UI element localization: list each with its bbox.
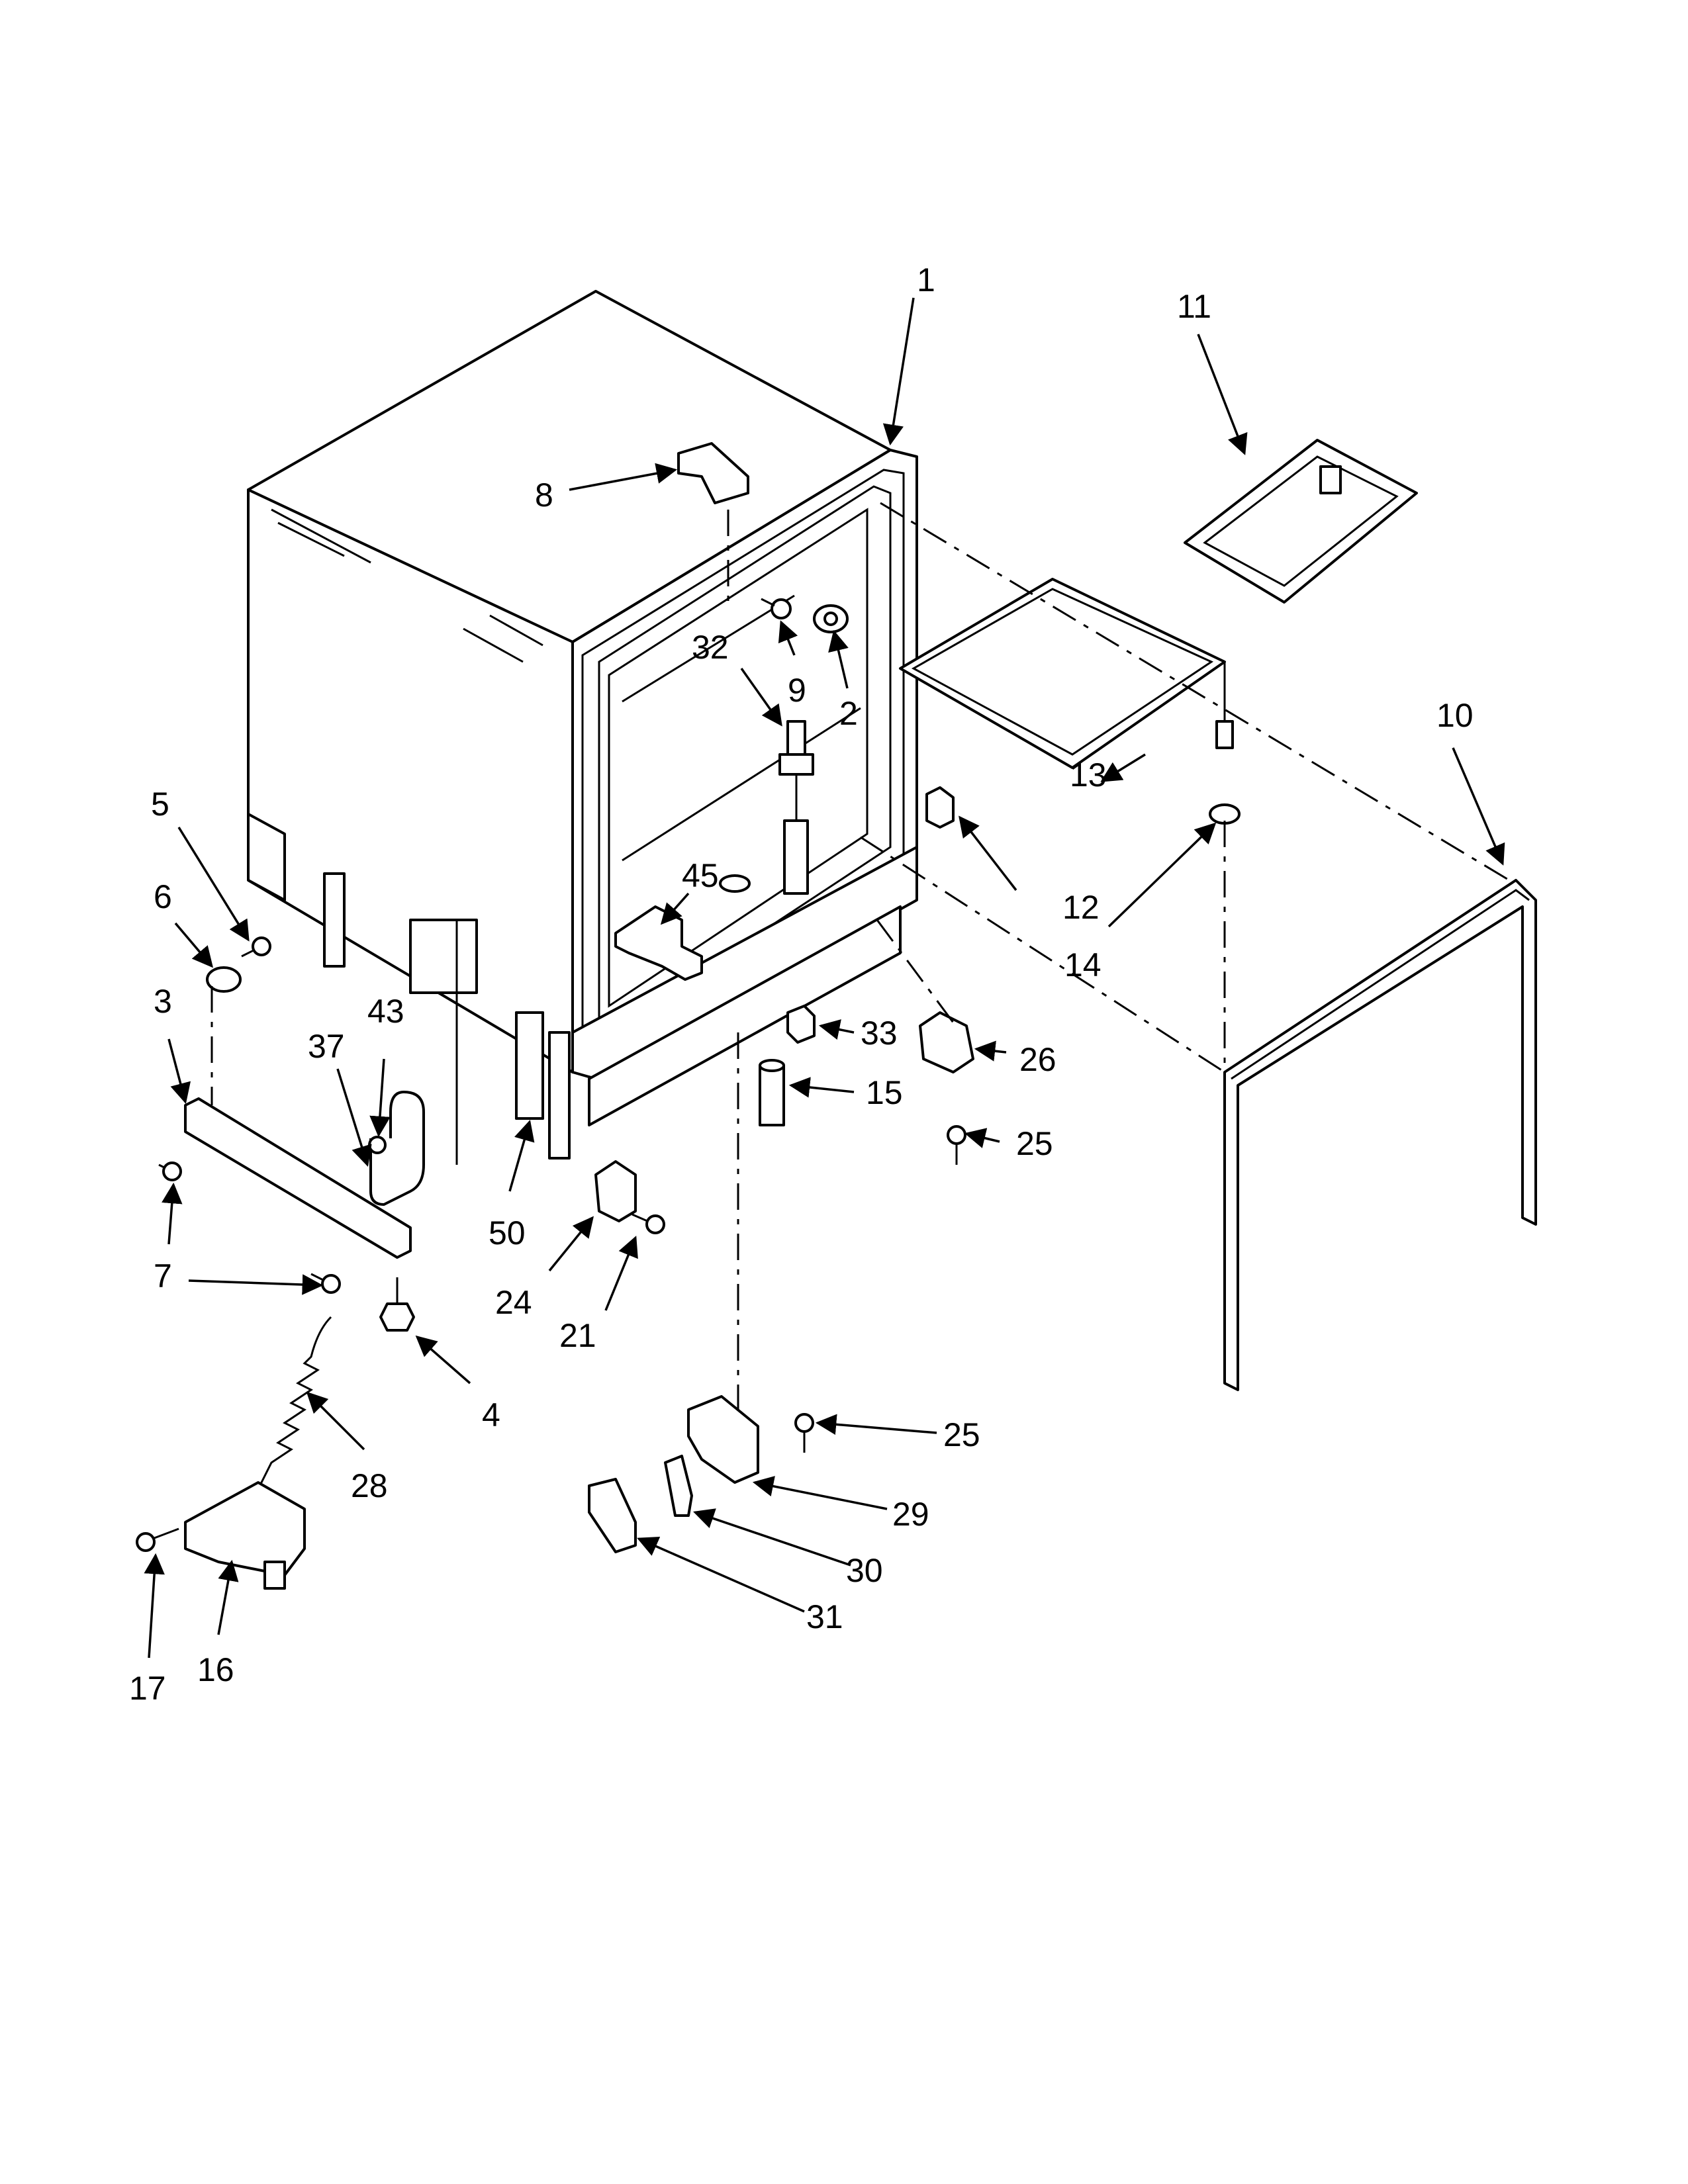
part-5-screw <box>241 936 271 958</box>
callout-32: 32 <box>692 629 729 666</box>
alignment-lines <box>211 502 1510 1416</box>
callout-16: 16 <box>197 1651 234 1688</box>
callout-8: 8 <box>535 477 553 514</box>
part-6-washer <box>206 966 242 993</box>
callout-5: 5 <box>151 786 169 823</box>
part-12-clip <box>925 786 955 829</box>
part-8-bracket <box>677 442 749 504</box>
part-28-spring <box>257 1316 332 1490</box>
callout-24: 24 <box>495 1284 532 1321</box>
callout-11: 11 <box>1177 288 1211 325</box>
callout-6: 6 <box>154 878 172 915</box>
callout-21: 21 <box>559 1317 596 1354</box>
callout-50: 50 <box>489 1214 526 1251</box>
tub-assembly <box>247 290 918 1165</box>
part-4-foot <box>379 1277 415 1332</box>
part-26-switch <box>919 1011 974 1073</box>
callout-4: 4 <box>482 1396 500 1433</box>
part-32-nozzle <box>778 720 814 895</box>
part-31-cover <box>588 1478 637 1553</box>
callout-28: 28 <box>351 1467 388 1504</box>
callout-3: 3 <box>154 983 172 1020</box>
part-17-screw <box>136 1527 179 1552</box>
part-33-nut <box>786 1005 816 1044</box>
callout-12: 12 <box>1062 889 1100 926</box>
part-7-screw <box>158 1161 182 1181</box>
part-21-screw <box>632 1213 665 1234</box>
callout-25-upper: 25 <box>1016 1125 1053 1162</box>
part-29-latch <box>687 1395 759 1484</box>
callout-26: 26 <box>1019 1041 1056 1078</box>
callout-29: 29 <box>892 1496 929 1533</box>
part-14-washer <box>1209 803 1241 825</box>
callout-13: 13 <box>1070 756 1107 794</box>
callout-17: 17 <box>129 1670 166 1707</box>
callout-labels: 1 2 3 4 5 6 7 8 9 10 11 12 13 14 15 16 1… <box>129 261 1474 1707</box>
callout-15: 15 <box>866 1074 903 1111</box>
part-11-grille <box>1184 439 1418 604</box>
callout-30: 30 <box>846 1552 883 1589</box>
part-2-fitting <box>813 604 849 633</box>
callout-2: 2 <box>839 695 858 732</box>
part-43-clamp <box>368 1136 387 1154</box>
part-50-label <box>515 1011 544 1120</box>
part-3-bar <box>184 1097 412 1259</box>
callout-10: 10 <box>1436 697 1474 734</box>
callout-43: 43 <box>367 993 404 1030</box>
part-25-screw <box>947 1125 966 1165</box>
callout-7: 7 <box>154 1257 172 1295</box>
callout-33: 33 <box>861 1015 898 1052</box>
callout-45: 45 <box>682 857 719 894</box>
part-16-valve <box>184 1481 306 1590</box>
part-9-screw <box>761 598 792 619</box>
part-37-hose <box>369 1091 425 1206</box>
callout-37: 37 <box>308 1028 345 1065</box>
part-25-screw-lower <box>794 1413 814 1453</box>
part-7-screw-b <box>310 1273 341 1294</box>
callout-25-lower: 25 <box>943 1416 980 1453</box>
leader-lines <box>144 297 1505 1659</box>
part-plug <box>719 874 751 893</box>
callout-31: 31 <box>806 1598 843 1635</box>
part-13-heater <box>899 578 1234 769</box>
callout-14: 14 <box>1064 946 1102 983</box>
callout-1: 1 <box>917 261 935 298</box>
part-24-bracket <box>594 1160 637 1222</box>
callout-9: 9 <box>788 672 806 709</box>
part-30-lever <box>664 1455 693 1517</box>
part-15-spacer <box>759 1059 785 1126</box>
part-10-frame <box>1223 879 1537 1391</box>
